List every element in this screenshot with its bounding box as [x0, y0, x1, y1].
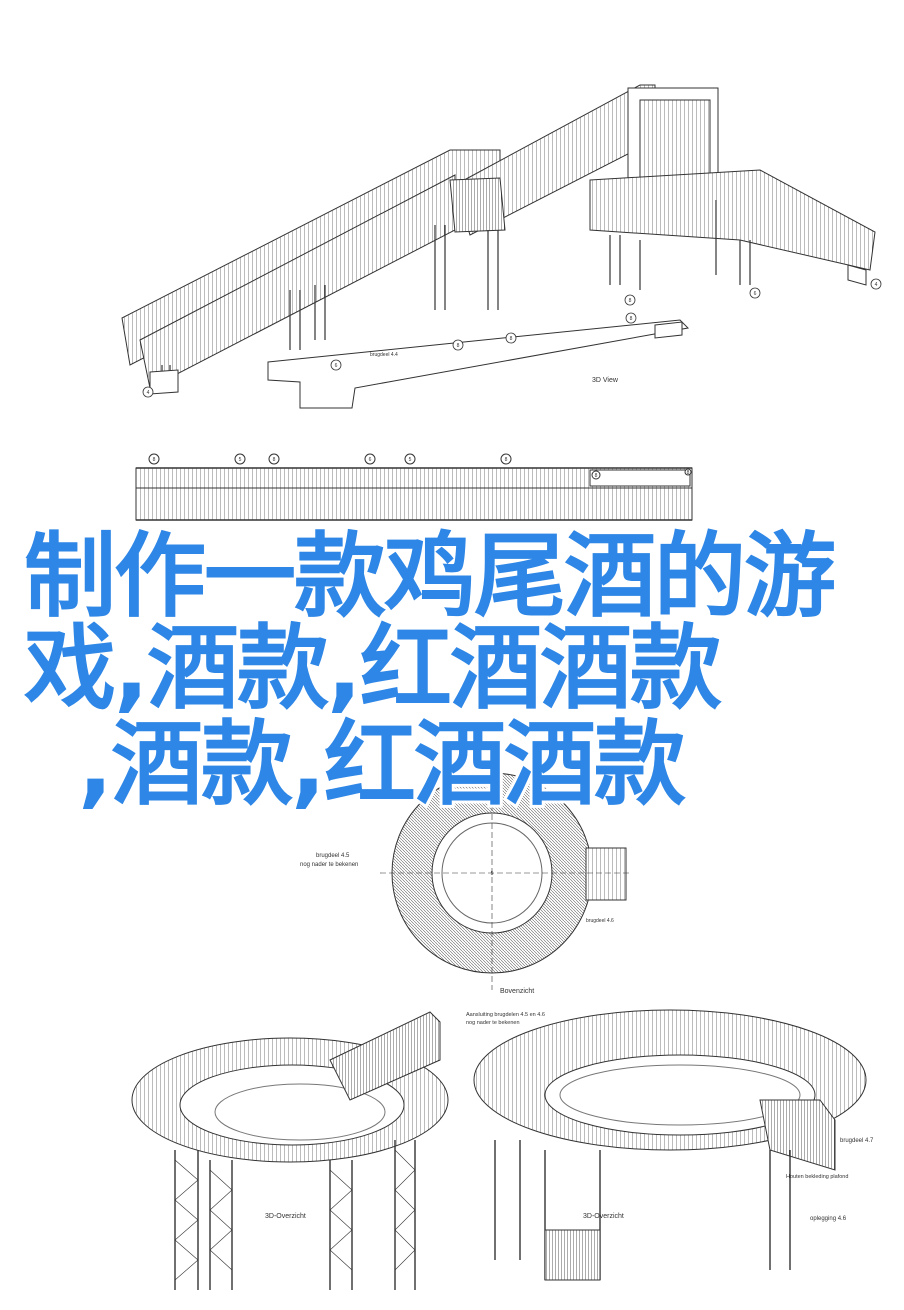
marker-label: 8 — [629, 298, 632, 304]
view-3d-label: 3D View — [592, 377, 619, 384]
bridge-3d-view — [121, 84, 876, 409]
marker-label: 5 — [239, 457, 242, 463]
top-view-label: Bovenzicht — [500, 988, 534, 995]
overview-left-label: 3D-Overzicht — [265, 1213, 306, 1220]
marker-label: 4 — [147, 390, 150, 396]
support-label: oplegging 4.6 — [810, 1216, 847, 1222]
top-view-ring — [380, 760, 630, 990]
bridge-part-right-label: Aansluiting brugdelen 4.5 en 4.6 — [466, 1012, 545, 1018]
overview-left-drawing — [131, 1011, 449, 1290]
svg-text:brugdeel 4.4: brugdeel 4.4 — [370, 352, 398, 358]
overview-right-drawing — [473, 1009, 867, 1281]
marker-label: 5 — [491, 871, 494, 877]
bridge-markers — [142, 278, 882, 398]
bridge-part-47-label: brugdeel 4.7 — [840, 1138, 874, 1144]
marker-label: 6 — [754, 291, 757, 297]
bridge-note-right-label: nog nader te bekenen — [466, 1020, 520, 1026]
marker-label: 8 — [153, 457, 156, 463]
marker-label: 8 — [457, 343, 460, 349]
elevation-view — [135, 453, 693, 521]
marker-label: 6 — [335, 363, 338, 369]
marker-label: 8 — [687, 470, 690, 476]
svg-text:brugdeel 4.6: brugdeel 4.6 — [586, 918, 614, 924]
marker-label: 8 — [273, 457, 276, 463]
marker-label: 8 — [505, 457, 508, 463]
marker-label: 6 — [369, 457, 372, 463]
bridge-note-left-label: nog nader te bekenen — [300, 862, 358, 868]
marker-label: 8 — [630, 316, 633, 322]
marker-label: 5 — [409, 457, 412, 463]
marker-label: 8 — [510, 336, 513, 342]
bridge-part-left-label: brugdeel 4.5 — [316, 853, 350, 859]
marker-label: 8 — [595, 473, 598, 479]
ceiling-note-label: Houten bekleding plafond — [786, 1174, 848, 1180]
overview-right-label: 3D-Overzicht — [583, 1213, 624, 1220]
elevation-caption: Aanzicht — [445, 580, 472, 587]
marker-label: 4 — [875, 282, 878, 288]
